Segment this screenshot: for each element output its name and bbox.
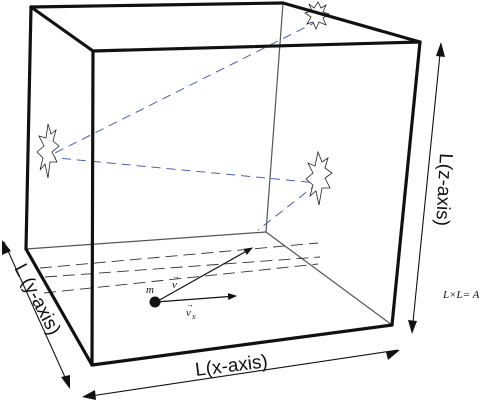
z-dimension-arrowhead-top	[436, 42, 445, 57]
z-dimension-line	[411, 43, 442, 333]
velocity-x-label: v	[186, 307, 191, 319]
x-dimension-arrowhead-left	[82, 390, 96, 400]
bottom-front-edge	[90, 323, 394, 367]
front-left-vertical-edge	[90, 49, 95, 367]
impact-splats	[36, 1, 333, 206]
x-axis-label: L(x-axis)	[194, 351, 269, 381]
velocity-x-vector-mark: →	[186, 300, 194, 309]
back-floor-right-edge	[265, 231, 393, 326]
back-vertical-edge	[265, 2, 284, 233]
z-axis-label: L(z-axis)	[431, 153, 456, 227]
area-label: L×L= A	[442, 289, 480, 301]
y-dimension-line	[3, 241, 70, 387]
velocity-x-vector-arrow	[155, 293, 237, 303]
mass-label: m	[146, 284, 154, 296]
top-back-edge	[29, 1, 285, 9]
y-dimension-arrowhead-top	[2, 240, 11, 255]
velocity-vector-mark: →	[172, 272, 180, 281]
velocity-label: v	[172, 279, 177, 291]
top-front-edge	[91, 40, 422, 53]
impact-splat-right-wall	[305, 150, 333, 206]
impact-splat-left-wall	[36, 123, 60, 179]
impact-splat-top-right	[304, 1, 330, 31]
molecule-group: m → v → v x	[146, 247, 253, 321]
z-dimension-arrowhead-bottom	[408, 320, 417, 334]
floor-dash-3	[43, 263, 319, 294]
top-right-edge	[281, 1, 422, 44]
velocity-vector-arrow	[155, 247, 253, 303]
dimension-arrows	[2, 42, 445, 400]
top-left-edge	[29, 5, 95, 53]
floor-trajectories	[39, 242, 321, 294]
molecule-trajectory	[46, 20, 319, 231]
trajectory-segment-2	[46, 156, 319, 184]
front-right-vertical-edge	[390, 40, 422, 327]
x-dimension-line	[83, 349, 399, 398]
cube-edges	[24, 1, 422, 367]
trajectory-segment-1	[46, 20, 319, 158]
molecule-dot	[149, 296, 161, 308]
back-floor-left-edge	[25, 231, 267, 250]
left-back-vertical-edge	[24, 5, 33, 251]
y-dimension-arrowhead-bottom	[61, 375, 70, 389]
trajectory-segment-3	[257, 182, 319, 231]
velocity-x-subscript: x	[191, 312, 196, 321]
floor-dash-1	[39, 242, 319, 269]
floor-dash-2	[44, 256, 321, 278]
x-dimension-arrowhead-right	[386, 350, 400, 360]
hidden-edges	[25, 2, 393, 326]
bottom-left-edge	[24, 247, 94, 367]
